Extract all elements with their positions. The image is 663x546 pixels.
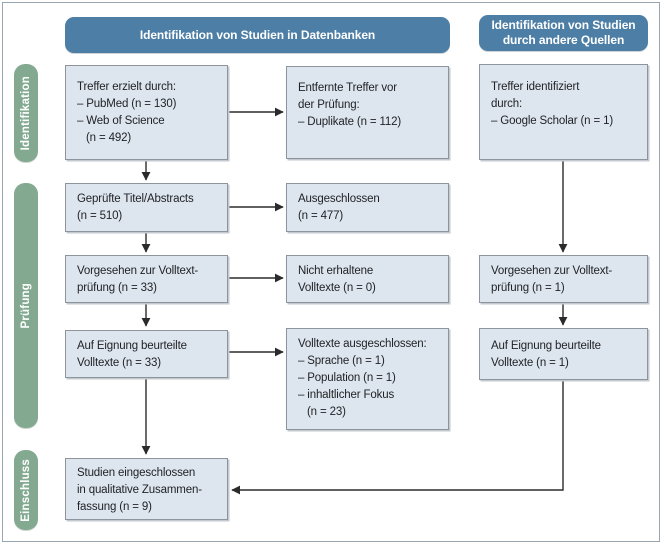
box-text-line: Studien eingeschlossen	[77, 467, 196, 479]
box-text-line: – PubMed (n = 130)	[77, 98, 177, 110]
box-text-line: – inhaltlicher Fokus	[298, 389, 395, 401]
box-text-line: prüfung (n = 33)	[77, 282, 157, 294]
box-text-line: Volltexte ausgeschlossen:	[298, 338, 427, 350]
box-text-line: der Prüfung:	[298, 99, 360, 111]
box-text-line: Vorgesehen zur Volltext-	[77, 265, 199, 277]
box-text-line: (n = 510)	[77, 210, 122, 222]
box-text-line: in qualitative Zusammen-	[77, 484, 202, 496]
box-text-line: Volltexte (n = 1)	[491, 357, 569, 369]
box-text-line: Auf Eignung beurteilte	[491, 340, 601, 352]
box-text-line: – Web of Science	[77, 115, 165, 127]
stage-label-pruefung-text: Prüfung	[20, 282, 32, 329]
box-other-fulltext-planned: Vorgesehen zur Volltext- prüfung (n = 1)	[479, 255, 648, 303]
box-other-fulltext-assessed: Auf Eignung beurteilte Volltexte (n = 1)	[479, 328, 648, 380]
stage-label-einschluss: Einschluss	[14, 450, 38, 530]
box-text-line: prüfung (n = 1)	[491, 282, 565, 294]
box-text-line: – Duplikate (n = 112)	[298, 116, 402, 128]
box-not-retrieved: Nicht erhaltene Volltexte (n = 0)	[286, 255, 449, 303]
header-other-sources: Identifikation von Studien durch andere …	[479, 15, 648, 51]
box-text-line: Vorgesehen zur Volltext-	[491, 265, 613, 277]
box-fulltext-excluded: Volltexte ausgeschlossen: – Sprache (n =…	[286, 328, 449, 430]
box-text-line: fassung (n = 9)	[77, 501, 152, 513]
box-text-line: – Google Scholar (n = 1)	[491, 115, 614, 127]
header-other-sources-line2: durch andere Quellen	[502, 33, 625, 47]
box-text-line: Volltexte (n = 0)	[298, 282, 376, 294]
box-screened: Geprüfte Titel/Abstracts (n = 510)	[65, 183, 228, 232]
box-removed-before-screening: Entfernte Treffer vor der Prüfung: – Dup…	[286, 66, 449, 159]
header-databases: Identifikation von Studien in Datenbanke…	[65, 17, 450, 53]
box-included: Studien eingeschlossen in qualitative Zu…	[65, 458, 228, 520]
box-text-line: Nicht erhaltene	[298, 265, 374, 277]
stage-label-pruefung: Prüfung	[14, 183, 38, 428]
box-fulltext-planned: Vorgesehen zur Volltext- prüfung (n = 33…	[65, 255, 228, 303]
stage-label-einschluss-text: Einschluss	[20, 458, 32, 522]
box-text-line: Geprüfte Titel/Abstracts	[77, 193, 194, 205]
header-other-sources-line1: Identifikation von Studien	[491, 18, 636, 32]
box-text-line: durch:	[491, 98, 523, 110]
box-text-line: Volltexte (n = 33)	[77, 357, 161, 369]
box-text-line: (n = 477)	[298, 210, 343, 222]
box-text-line: – Sprache (n = 1)	[298, 355, 385, 367]
box-text-line: (n = 23)	[307, 406, 346, 418]
box-text-line: Treffer erzielt durch:	[77, 81, 176, 93]
box-fulltext-assessed: Auf Eignung beurteilte Volltexte (n = 33…	[65, 330, 228, 378]
box-excluded: Ausgeschlossen (n = 477)	[286, 183, 449, 232]
box-db-hits: Treffer erzielt durch: – PubMed (n = 130…	[65, 65, 228, 160]
box-text-line: Treffer identifiziert	[491, 81, 580, 93]
box-text-line: Auf Eignung beurteilte	[77, 340, 187, 352]
header-databases-label: Identifikation von Studien in Datenbanke…	[139, 27, 376, 42]
box-other-hits: Treffer identifiziert durch: – Google Sc…	[479, 64, 648, 160]
stage-label-identifikation-text: Identifikation	[20, 75, 32, 151]
box-text-line: – Population (n = 1)	[298, 372, 396, 384]
box-text-line: Ausgeschlossen	[298, 193, 380, 205]
stage-label-identifikation: Identifikation	[14, 64, 38, 162]
box-text-line: (n = 492)	[86, 132, 131, 144]
box-text-line: Entfernte Treffer vor	[298, 82, 397, 94]
